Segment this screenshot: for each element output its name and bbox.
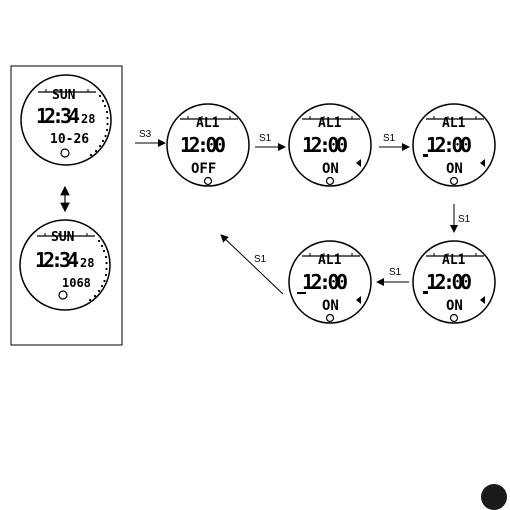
s3-label: S3: [139, 129, 152, 140]
alarm-status: ON: [446, 161, 463, 177]
alarm-status: OFF: [191, 161, 216, 177]
day-text: SUN: [51, 230, 75, 245]
s1-label-4: S1: [389, 267, 402, 278]
alarm-title: AL1: [442, 253, 466, 268]
alarm-title: AL1: [196, 116, 220, 131]
alarm-time: 12:00: [302, 133, 348, 157]
segment-marker: [423, 291, 428, 294]
panel-watch-time-value: SUN 12:34 28 1068: [20, 220, 110, 310]
alarm-title: AL1: [442, 116, 466, 131]
s1-label-2: S1: [383, 133, 396, 144]
alarm-watch-on-4: AL1 12:00 ON: [289, 241, 371, 323]
page-badge: [481, 484, 507, 510]
s1-arrow-5: [221, 235, 283, 294]
alarm-time: 12:00: [426, 270, 472, 294]
alarm-status: ON: [446, 298, 463, 314]
s1-label-1: S1: [259, 133, 272, 144]
segment-marker: [423, 154, 428, 157]
segment-marker: [297, 292, 306, 294]
s1-label-3: S1: [458, 214, 471, 225]
alarm-watch-off: AL1 12:00 OFF: [167, 104, 249, 186]
alarm-watch-on-3: AL1 12:00 ON: [413, 241, 495, 323]
alarm-time: 12:00: [426, 133, 472, 157]
date-text: 10-26: [50, 132, 89, 147]
alarm-time: 12:00: [302, 270, 348, 294]
panel-watch-time-date: SUN 12:34 28 10-26: [21, 75, 111, 165]
s1-label-5: S1: [254, 254, 267, 265]
time-text: 12:34: [35, 248, 79, 272]
value-text: 1068: [62, 276, 91, 290]
time-text: 12:34: [36, 104, 80, 128]
alarm-watch-on-2: AL1 12:00 ON: [413, 104, 495, 186]
seconds-text: 28: [80, 256, 94, 270]
seconds-text: 28: [81, 112, 95, 126]
alarm-title: AL1: [318, 116, 342, 131]
alarm-watch-on-1: AL1 12:00 ON: [289, 104, 371, 186]
alarm-time: 12:00: [180, 133, 226, 157]
alarm-status: ON: [322, 161, 339, 177]
alarm-title: AL1: [318, 253, 342, 268]
day-text: SUN: [52, 88, 76, 103]
alarm-status: ON: [322, 298, 339, 314]
